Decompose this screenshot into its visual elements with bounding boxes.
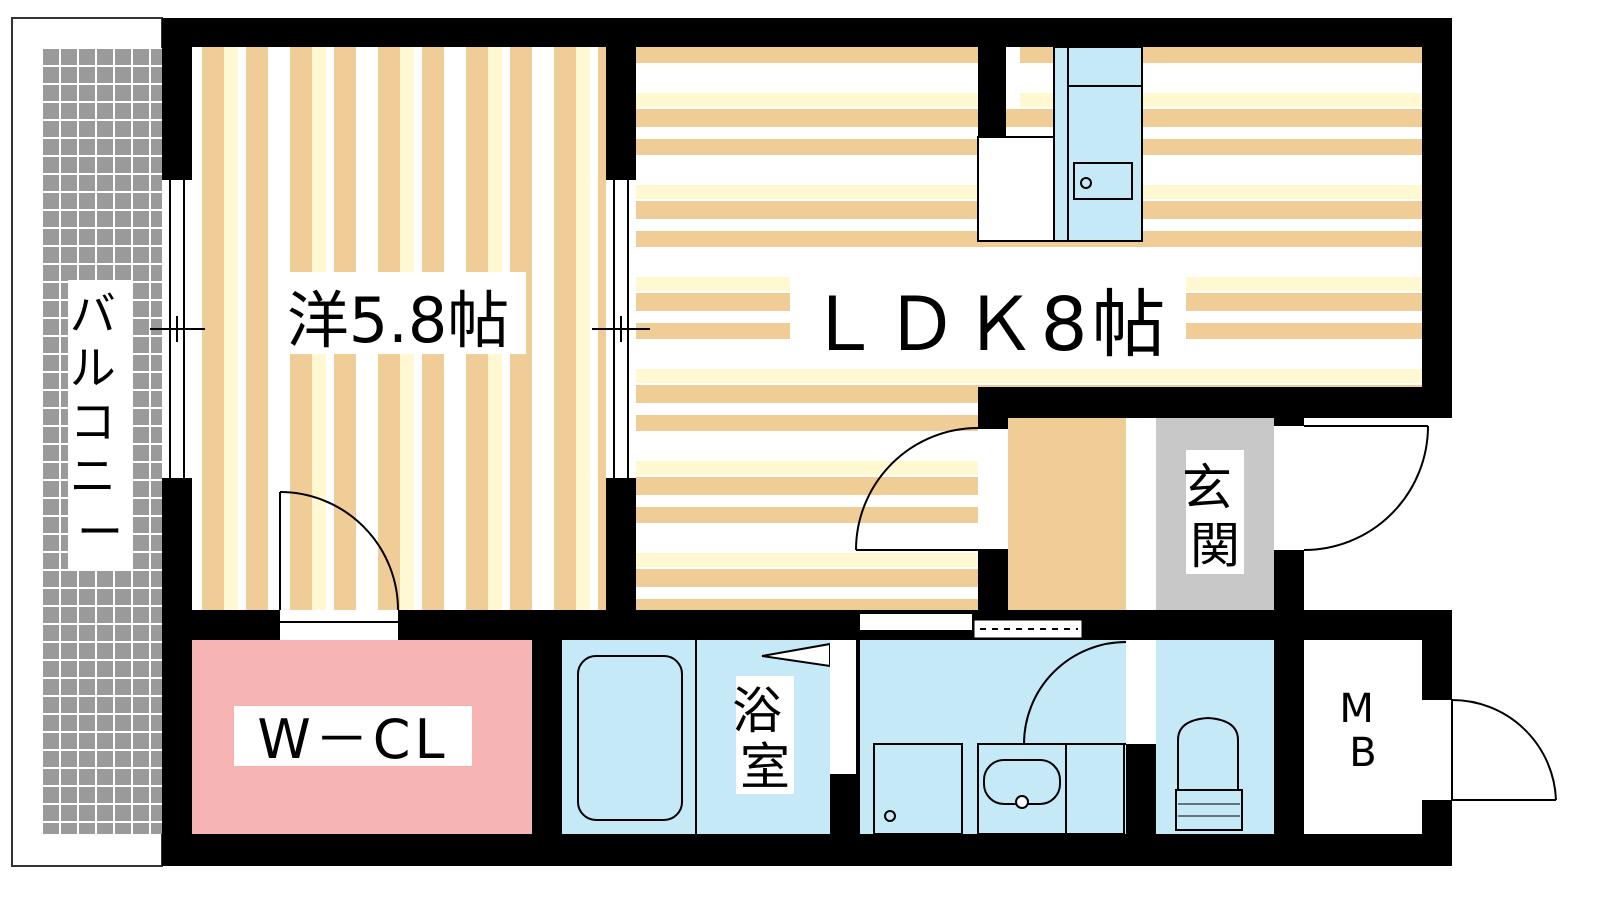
svg-text:バ ル コ ニ: バ ル コ ニ ー bbox=[70, 287, 131, 559]
western-room-label: 洋5.8帖 bbox=[287, 284, 510, 357]
door-washroom bbox=[1023, 641, 1127, 745]
washer-drain bbox=[884, 810, 896, 822]
entrance-label-box bbox=[1186, 450, 1244, 574]
washing-machine bbox=[873, 743, 963, 835]
bathroom: 浴 室 bbox=[562, 640, 856, 834]
sink-drain bbox=[1080, 177, 1092, 189]
wcl-label-box bbox=[234, 706, 472, 766]
door-entrance bbox=[1274, 425, 1429, 551]
window-balcony bbox=[150, 180, 205, 478]
svg-text:M B: M B bbox=[1339, 686, 1386, 776]
western-room-label-box bbox=[270, 272, 526, 354]
bath-label-char: 室 bbox=[740, 738, 790, 796]
balcony-label-char: コ bbox=[70, 395, 116, 449]
svg-text:玄 関: 玄 関 bbox=[1182, 459, 1248, 575]
balcony-label-char: バ bbox=[70, 287, 116, 341]
balcony-label-char: ル bbox=[70, 341, 116, 395]
basin-drain bbox=[1015, 795, 1029, 809]
sliding-door-western bbox=[592, 180, 650, 478]
bath-label-box bbox=[736, 676, 794, 794]
door-ldk bbox=[855, 427, 1008, 551]
meter-box: M B bbox=[1304, 640, 1422, 834]
door-meter-box bbox=[1422, 699, 1557, 801]
toilet-icon bbox=[1177, 716, 1239, 791]
walk-in-closet: W－CL bbox=[192, 640, 532, 834]
door-closet bbox=[279, 491, 399, 640]
western-room: 洋5.8帖 bbox=[192, 47, 606, 610]
washroom bbox=[860, 614, 1126, 835]
balcony-label-char: ー bbox=[77, 505, 123, 559]
toilet-room bbox=[1126, 640, 1274, 834]
mb-label-char: B bbox=[1349, 730, 1376, 776]
kitchen-sink bbox=[1073, 162, 1133, 200]
bathtub bbox=[577, 655, 683, 821]
bath-label-char: 浴 bbox=[732, 682, 782, 740]
balcony-label-char: ニ bbox=[70, 449, 116, 503]
ldk-label-box bbox=[790, 272, 1186, 360]
balcony: バ ル コ ニ ー bbox=[11, 17, 163, 867]
kitchen-counter bbox=[977, 46, 1143, 242]
toilet-tank bbox=[1175, 789, 1243, 831]
svg-text:浴 室: 浴 室 bbox=[732, 682, 798, 796]
mb-label-char: M bbox=[1339, 686, 1374, 732]
corridor bbox=[1008, 418, 1156, 610]
entrance-label-char: 関 bbox=[1190, 517, 1240, 575]
ldk-label: ＬＤＫ8帖 bbox=[806, 282, 1169, 368]
wcl-label: W－CL bbox=[257, 708, 448, 771]
balcony-label-box bbox=[68, 280, 132, 570]
entrance: 玄 関 bbox=[1156, 418, 1274, 610]
entrance-label-char: 玄 bbox=[1182, 459, 1232, 517]
